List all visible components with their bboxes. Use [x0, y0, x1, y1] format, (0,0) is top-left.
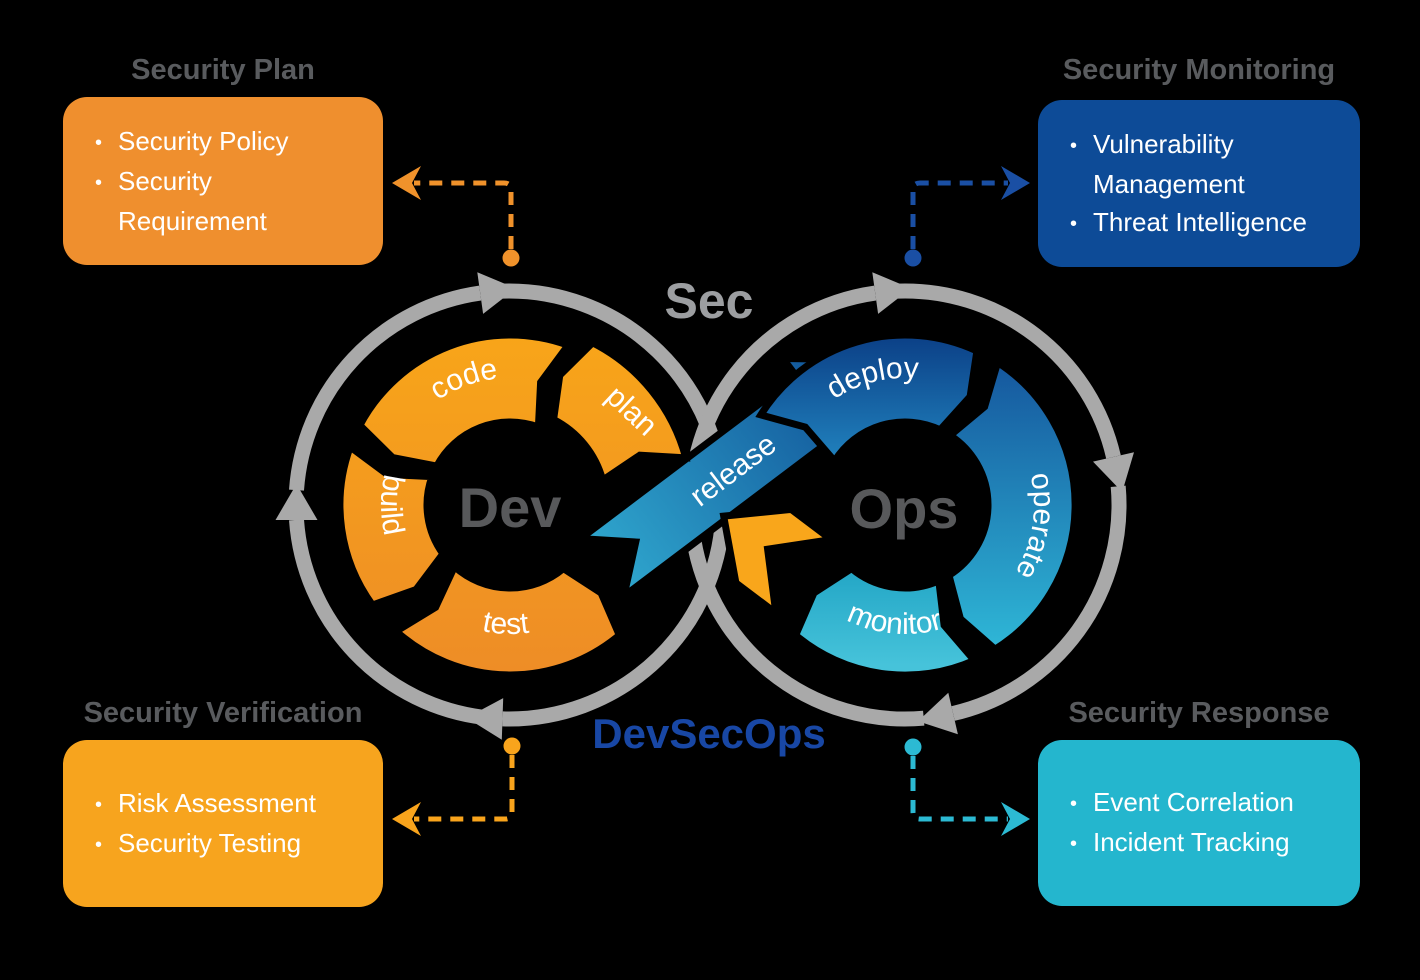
dev-label: Dev: [459, 476, 562, 539]
connector-arrowhead-icon: [1001, 166, 1030, 200]
ops-inner-ring: [755, 331, 1079, 679]
arrow-down-icon: [1093, 452, 1134, 492]
return-arrow-shape: [719, 505, 840, 621]
connector-dashed-line: [910, 756, 1008, 822]
security-plan-connector: [392, 166, 520, 267]
security-plan-item-list: Security Policy Security Requirement: [63, 97, 383, 265]
connector-dashed-line: [414, 180, 514, 249]
security-response-title: Security Response: [1068, 697, 1330, 729]
security-response-connector: [904, 738, 1030, 836]
panel-item: Security Requirement: [95, 162, 363, 240]
security-monitoring-title: Security Monitoring: [1062, 54, 1336, 86]
dev-ring-arc: [289, 519, 485, 725]
panel-item: Event Correlation: [1070, 783, 1340, 823]
panel-item: Risk Assessment: [95, 784, 363, 824]
dev-inner-ring: [336, 331, 691, 679]
ops-ring-arc: [951, 485, 1127, 721]
segment-operate: [944, 356, 1079, 654]
security-verification-title: Security Verification: [83, 697, 363, 729]
security-plan-panel: Security Policy Security Requirement: [63, 97, 383, 265]
ops-ring-arc: [897, 283, 1121, 459]
connector-dot: [502, 249, 520, 267]
connector-dashed-line: [910, 180, 1008, 249]
connector-dot: [904, 738, 922, 756]
devsecops-label: DevSecOps: [592, 710, 825, 757]
connector-arrowhead-icon: [392, 166, 421, 200]
segment-deploy: [755, 331, 981, 467]
security-monitoring-item-list: Vulnerability Management Threat Intellig…: [1038, 100, 1360, 267]
security-verification-item-list: Risk Assessment Security Testing: [63, 740, 383, 907]
security-verification-connector: [392, 737, 521, 836]
security-plan-title: Security Plan: [131, 54, 315, 86]
segment-build: [336, 441, 448, 610]
connector-dashed-line: [414, 755, 515, 822]
dev-ring-arc: [289, 285, 482, 491]
segment-plan: [549, 338, 691, 486]
connector-dot: [904, 249, 922, 267]
panel-item: Vulnerability Management: [1070, 125, 1340, 203]
arrow-left-icon: [466, 698, 504, 740]
panel-item: Threat Intelligence: [1070, 203, 1340, 243]
panel-item: Security Testing: [95, 824, 363, 864]
panel-item: Security Policy: [95, 122, 363, 162]
security-verification-panel: Risk Assessment Security Testing: [63, 740, 383, 907]
sec-label: Sec: [665, 273, 754, 329]
security-monitoring-panel: Vulnerability Management Threat Intellig…: [1038, 100, 1360, 267]
security-response-item-list: Event Correlation Incident Tracking: [1038, 740, 1360, 906]
ring-flow-arrowheads: [275, 272, 1134, 740]
arrow-up-icon: [275, 484, 318, 520]
security-monitoring-connector: [904, 166, 1030, 267]
return-arrow: [719, 505, 840, 621]
security-response-panel: Event Correlation Incident Tracking: [1038, 740, 1360, 906]
ops-label: Ops: [850, 477, 959, 540]
arrow-right-icon: [477, 272, 516, 314]
connector-arrowhead-icon: [392, 802, 421, 836]
panel-item: Incident Tracking: [1070, 823, 1340, 863]
arrow-left-icon: [918, 692, 958, 735]
connector-arrowhead-icon: [1001, 802, 1030, 836]
test-label: test: [480, 605, 531, 641]
connector-dot: [503, 737, 521, 755]
segment-test: [390, 560, 624, 679]
build-label: build: [374, 472, 410, 537]
segment-monitor: [791, 564, 980, 679]
segment-code: [355, 331, 574, 471]
arrow-right-icon: [872, 272, 911, 314]
